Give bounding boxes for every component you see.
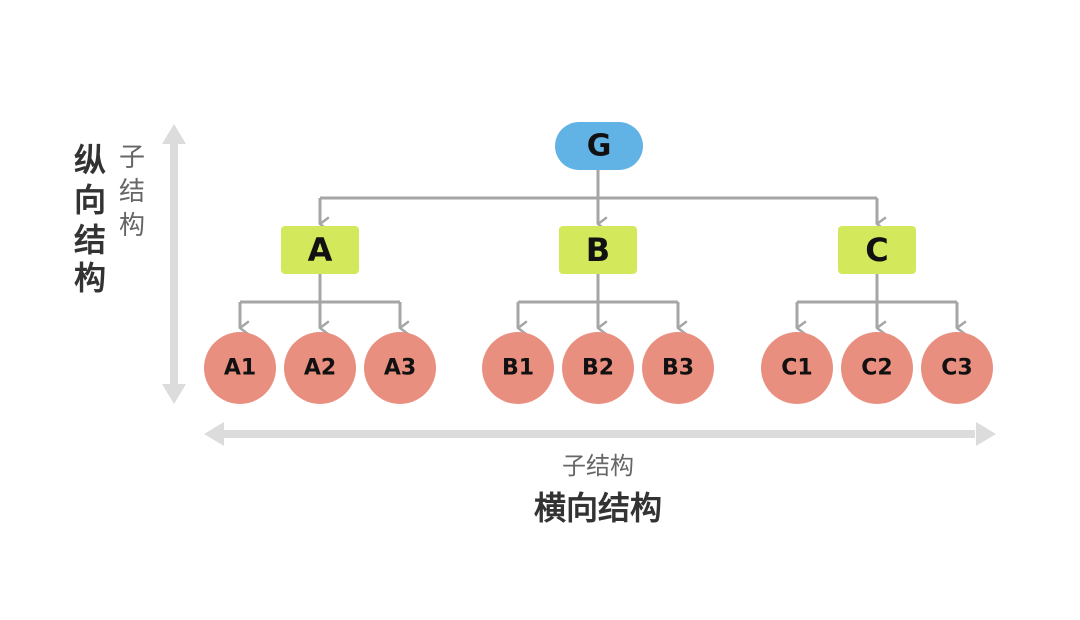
root-node-label: G — [587, 129, 612, 164]
node-b: B — [559, 226, 637, 274]
node-a-shape — [281, 226, 359, 274]
leaf-node-label: A2 — [304, 356, 336, 381]
root-node: G — [555, 122, 643, 170]
leaf-node-b1: B1 — [482, 332, 554, 404]
leaf-node-b2: B2 — [562, 332, 634, 404]
leaf-node-shape — [562, 332, 634, 404]
leaf-node-b3: B3 — [642, 332, 714, 404]
leaf-node-a3: A3 — [364, 332, 436, 404]
leaf-node-label: B3 — [662, 356, 694, 381]
leaf-node-shape — [284, 332, 356, 404]
horizontal-axis-arrowhead-right — [976, 422, 996, 446]
node-c-label: C — [865, 231, 888, 269]
leaf-node-label: B2 — [582, 356, 614, 381]
group-c-connectors — [795, 274, 967, 336]
vertical-axis-title: 纵 向 结 构 — [74, 141, 106, 297]
vertical-title-char: 向 — [74, 181, 106, 219]
leaf-node-label: A1 — [224, 356, 256, 381]
root-node-shape — [555, 122, 643, 170]
group-b-connectors — [516, 274, 688, 336]
leaf-node-label: A3 — [384, 356, 416, 381]
horizontal-axis-arrow — [204, 422, 996, 446]
node-c-shape — [838, 226, 916, 274]
horizontal-axis-arrowhead-left — [204, 422, 224, 446]
leaf-node-shape — [841, 332, 913, 404]
leaf-node-shape — [921, 332, 993, 404]
leaf-node-shape — [482, 332, 554, 404]
group-a-connectors — [238, 274, 410, 336]
horizontal-axis-shaft — [223, 430, 975, 438]
leaf-node-label: C1 — [781, 356, 812, 381]
horizontal-axis-title: 横向结构 — [534, 489, 662, 527]
vertical-title-char: 纵 — [74, 141, 106, 179]
root-connectors — [318, 170, 887, 232]
node-a-label: A — [308, 231, 333, 269]
node-b-shape — [559, 226, 637, 274]
node-c: C — [838, 226, 916, 274]
leaf-node-shape — [204, 332, 276, 404]
vertical-axis-arrowhead-bottom — [162, 384, 186, 404]
vertical-title-char: 结 — [74, 221, 106, 259]
leaf-node-shape — [642, 332, 714, 404]
leaf-node-label: C3 — [941, 356, 972, 381]
leaf-node-shape — [364, 332, 436, 404]
node-b-label: B — [586, 231, 610, 269]
vertical-axis-shaft — [170, 143, 178, 385]
leaf-node-shape — [761, 332, 833, 404]
vertical-axis-arrowhead-top — [162, 124, 186, 144]
leaf-node-c1: C1 — [761, 332, 833, 404]
leaf-node-a2: A2 — [284, 332, 356, 404]
leaf-node-label: B1 — [502, 356, 534, 381]
leaf-node-a1: A1 — [204, 332, 276, 404]
leaf-node-c2: C2 — [841, 332, 913, 404]
horizontal-axis-subtitle: 子结构 — [562, 452, 634, 480]
leaf-node-label: C2 — [861, 356, 892, 381]
vertical-subtitle-char: 结 — [119, 177, 145, 207]
leaf-node-c3: C3 — [921, 332, 993, 404]
vertical-axis-arrow — [162, 124, 186, 404]
vertical-axis-subtitle: 子 结 构 — [119, 143, 145, 241]
vertical-title-char: 构 — [74, 259, 106, 297]
vertical-subtitle-char: 子 — [119, 143, 145, 173]
vertical-subtitle-char: 构 — [119, 211, 145, 241]
node-a: A — [281, 226, 359, 274]
